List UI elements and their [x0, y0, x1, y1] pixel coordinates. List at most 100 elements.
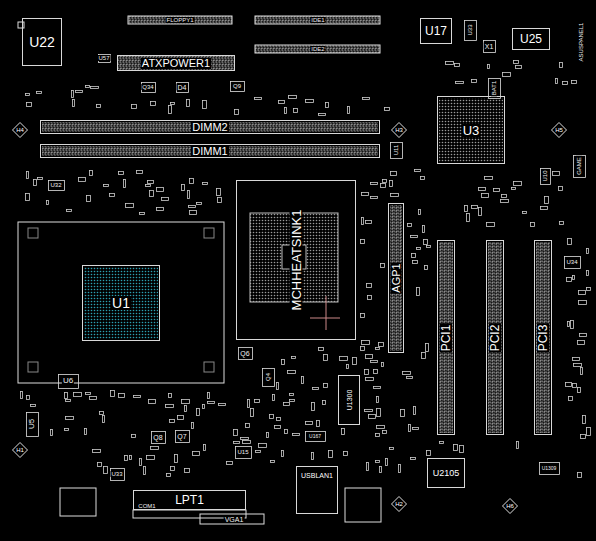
- smd-part: [362, 218, 364, 225]
- smd-part: [421, 177, 425, 180]
- part-label: U5: [28, 418, 36, 430]
- smd-part: [516, 66, 522, 69]
- smd-part: [193, 452, 200, 456]
- smd-part: [85, 429, 87, 435]
- smd-part: [379, 343, 384, 347]
- smd-part: [571, 321, 574, 329]
- part-outline: [236, 447, 252, 459]
- mounting-hole: H4: [12, 122, 28, 138]
- smd-part: [248, 400, 250, 408]
- smd-part: [208, 393, 210, 399]
- smd-part: [422, 353, 426, 359]
- component-outline: U17: [420, 18, 452, 44]
- part-label: D4: [177, 84, 188, 91]
- smd-part: [374, 387, 381, 389]
- ide-connector: [255, 16, 380, 24]
- smd-part: [363, 98, 370, 100]
- smd-part: [365, 410, 373, 412]
- smd-part: [409, 425, 411, 432]
- pci-pins: [488, 242, 502, 433]
- smd-part: [187, 100, 190, 107]
- smd-part: [27, 396, 30, 400]
- smd-part: [190, 211, 197, 215]
- smd-part: [578, 473, 582, 478]
- pad: [18, 22, 24, 28]
- smd-part: [324, 355, 328, 361]
- smd-part: [485, 177, 493, 180]
- part-label: U6: [62, 377, 74, 385]
- part-outline: [565, 257, 581, 269]
- smd-part: [275, 426, 281, 429]
- mounting-hole: H1: [12, 442, 28, 458]
- cpu-pads: [84, 267, 158, 339]
- smd-part: [361, 347, 365, 351]
- smd-part: [21, 392, 23, 399]
- smd-part: [149, 400, 156, 404]
- part-label: U32: [49, 182, 62, 188]
- smd-part: [399, 465, 401, 473]
- part-name: USBLAN1: [300, 472, 334, 479]
- part-name: H3: [394, 127, 404, 133]
- smd-part: [169, 106, 172, 114]
- part-label: Q9: [232, 83, 242, 89]
- smd-part: [501, 200, 509, 203]
- smd-part: [411, 236, 418, 238]
- part-outline: [484, 41, 496, 53]
- part-name: U1300: [346, 389, 353, 412]
- smd-part: [569, 397, 573, 401]
- smd-part: [371, 183, 378, 185]
- smd-part: [243, 441, 251, 444]
- smd-part: [246, 424, 250, 428]
- smd-part: [479, 208, 482, 216]
- smd-part: [578, 388, 581, 393]
- part-name: DIMM1: [191, 146, 228, 157]
- cpu-socket-outline: [18, 222, 224, 383]
- smd-part: [479, 188, 486, 191]
- smd-part: [317, 421, 320, 427]
- smd-part: [203, 101, 207, 109]
- smd-part: [312, 453, 314, 460]
- smd-part: [361, 314, 365, 318]
- part-label: VGA1: [224, 516, 245, 523]
- smd-part: [556, 79, 558, 84]
- smd-part: [279, 101, 285, 104]
- component-outline: DIMM2: [40, 120, 380, 134]
- smd-part: [290, 400, 295, 402]
- smd-part: [454, 445, 458, 451]
- part-label: GAME: [576, 156, 582, 176]
- part-outline: [152, 432, 166, 444]
- power-pins: [117, 55, 235, 71]
- smd-part: [26, 94, 30, 96]
- smd-part: [270, 415, 274, 419]
- part-name: U1: [111, 296, 131, 310]
- part-label: Q8: [152, 434, 163, 441]
- smd-part: [568, 239, 572, 245]
- hole-diamond: [13, 123, 28, 138]
- smd-part: [72, 91, 74, 98]
- smd-part: [104, 467, 108, 474]
- smd-part: [31, 405, 36, 407]
- smd-part: [255, 400, 260, 403]
- smd-part: [289, 96, 297, 99]
- smd-part: [188, 191, 190, 199]
- part-name: H6: [505, 503, 515, 509]
- smd-part: [277, 383, 279, 390]
- part-outline: [239, 348, 253, 360]
- smd-part: [178, 416, 184, 420]
- mounting-hole: H6: [502, 498, 518, 514]
- smd-part: [587, 428, 591, 436]
- smd-part: [502, 195, 507, 198]
- smd-part: [560, 222, 564, 225]
- smd-part: [340, 357, 348, 361]
- smd-part: [227, 462, 233, 465]
- smd-part: [125, 456, 128, 461]
- smd-part: [391, 172, 397, 176]
- smd-part: [119, 172, 124, 175]
- smd-part: [323, 401, 326, 405]
- smd-part: [292, 357, 296, 359]
- smd-part: [282, 360, 285, 365]
- smd-part: [166, 405, 174, 408]
- part-label: ASUSPANEL1: [578, 22, 584, 63]
- part-outline: [142, 83, 156, 93]
- smd-part: [241, 438, 249, 440]
